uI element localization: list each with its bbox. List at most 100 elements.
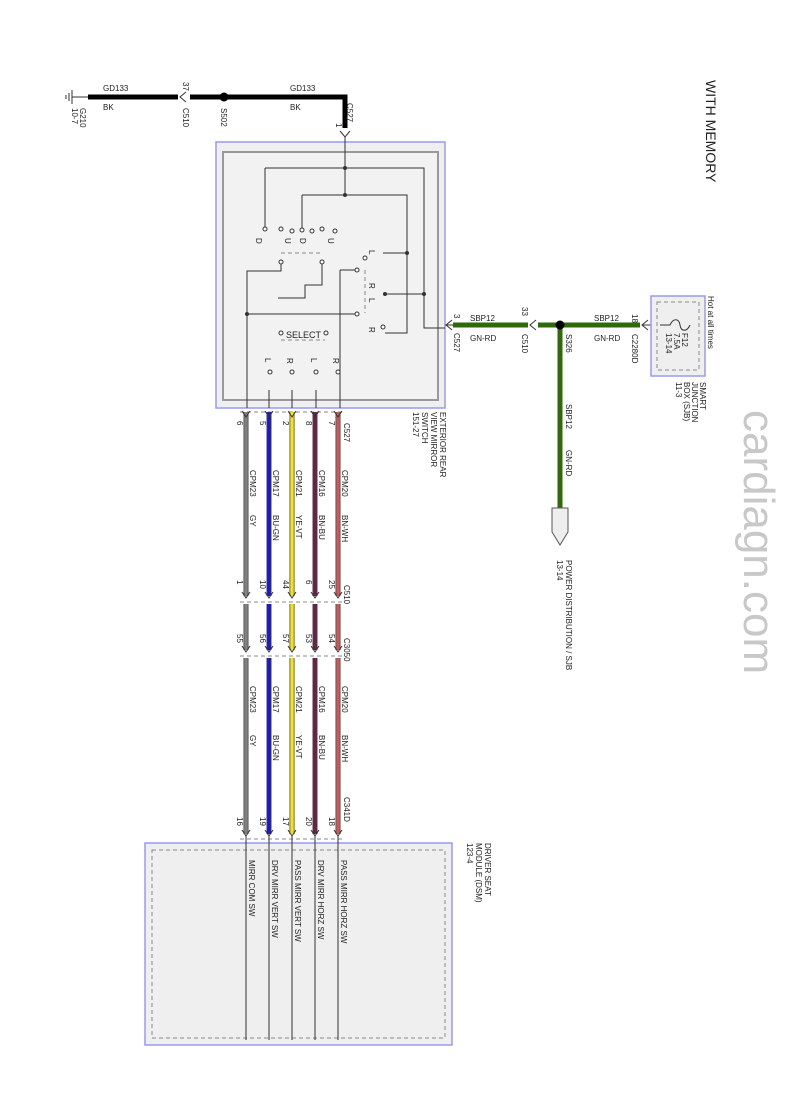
sbp12-color-1: GN-RD [470, 334, 496, 343]
contact-u-1: U [283, 238, 292, 244]
gd133-color-1: BK [103, 103, 114, 112]
contact-r-1: R [367, 283, 376, 289]
c510-pin: 6 [304, 580, 313, 585]
c510-pin: 37 [181, 82, 190, 91]
wire-circuit-label: CPM16 [317, 470, 326, 497]
connector-c527-icon [339, 130, 351, 138]
contact-l-1: L [367, 250, 376, 255]
contact-u-2: U [326, 238, 335, 244]
contact-d-2: D [298, 238, 307, 244]
c341d-label: C341D [342, 797, 351, 822]
splice-s502 [219, 92, 229, 102]
c341d-pin: 18 [327, 817, 336, 826]
hot-at-all-times: Hot at all times [706, 296, 715, 349]
c510-label-2: C510 [520, 334, 529, 354]
sbp12-circuit-1: SBP12 [470, 314, 495, 323]
contact-d-1: D [254, 238, 263, 244]
s326-label: S326 [564, 334, 573, 353]
c527-pin-3: 3 [452, 314, 461, 319]
connector-pin-icon [310, 645, 320, 653]
c527-label-2: C527 [452, 333, 461, 353]
sjb-name-line: SMART [698, 382, 707, 410]
wire-circuit-label: CPM17 [271, 470, 280, 497]
c341d-pin: 19 [258, 817, 267, 826]
switch-name-line: SWITCH [420, 412, 429, 444]
sbp12-circuit-3: SBP12 [564, 404, 573, 429]
contact-l-4: L [309, 358, 318, 363]
connector-pin-icon [287, 645, 297, 653]
switch-name-line: VIEW MIRROR [429, 412, 438, 467]
wire-color-label: YE-VT [294, 735, 303, 759]
dsm-pin-function: DRV MIRR HORZ SW [316, 860, 325, 940]
ground-ref: 10-7 [70, 108, 79, 125]
wire-color-label: BU-GN [271, 735, 280, 761]
connector-pin-icon [333, 410, 343, 418]
connector-pin-icon [287, 410, 297, 418]
connector-pin-icon [241, 591, 251, 599]
sbp12-color-2: GN-RD [594, 334, 620, 343]
connector-pin-icon [333, 645, 343, 653]
c2280d-pin: 18 [630, 314, 639, 323]
connector-pin-icon [333, 591, 343, 599]
connector-pin-icon [264, 410, 274, 418]
c3050-pin: 55 [235, 634, 244, 643]
wire-circuit-label: CPM21 [294, 686, 303, 713]
wire-color-label: BN-BU [317, 515, 326, 540]
c510-pin: 25 [327, 580, 336, 589]
c3050-pin: 56 [258, 634, 267, 643]
dsm-name-line: DRIVER SEAT [483, 843, 492, 896]
contact-r-3: R [285, 358, 294, 364]
c2280d-label: C2280D [630, 334, 639, 364]
connector-pin-icon [287, 591, 297, 599]
c527-pin: 6 [235, 421, 244, 426]
mirror-switch-internals [245, 137, 445, 408]
contact-l-2: L [367, 298, 376, 303]
c527-pin: 8 [304, 421, 313, 426]
wire-color-label: GY [248, 515, 257, 527]
c341d-pin: 16 [235, 817, 244, 826]
smart-junction-box [650, 295, 706, 377]
c341d-pin: 20 [304, 817, 313, 826]
wire-color-label: BN-WH [340, 735, 349, 762]
wire-circuit-label: CPM21 [294, 470, 303, 497]
power-dist-ref: 13-14 [555, 560, 564, 581]
contact-l-3: L [263, 358, 272, 363]
gd133-color-2: BK [290, 103, 301, 112]
connector-pin-icon [310, 591, 320, 599]
sbp12-circuit-2: SBP12 [594, 314, 619, 323]
sjb-name-line: JUNCTION [690, 382, 699, 423]
contact-r-4: R [331, 358, 340, 364]
mirror-switch-name: EXTERIOR REAR VIEW MIRROR SWITCH 151-27 [411, 412, 447, 478]
connector-c527-pin3-icon [445, 319, 453, 331]
power-distribution-arrow-icon [551, 507, 569, 546]
c510-label: C510 [181, 108, 190, 128]
contact-r-2: R [367, 327, 376, 333]
connector-pin-icon [264, 645, 274, 653]
fuse-rating: 7.5A [672, 333, 681, 350]
connector-pin-icon [241, 410, 251, 418]
c527-bottom-label: C527 [342, 423, 351, 443]
wire-circuit-label: CPM23 [248, 686, 257, 713]
connector-pin-icon [264, 591, 274, 599]
connector-c510-pin33-icon [529, 319, 537, 331]
c527-pin: 7 [327, 421, 336, 426]
dsm-pin-function: MIRR COM SW [247, 860, 256, 917]
ground-symbol-icon [65, 90, 88, 104]
dsm-name-line: MODULE (DSM) [474, 843, 483, 903]
wire-gd133 [88, 94, 348, 128]
switch-name-line: 151-27 [411, 412, 420, 437]
wire-color-label: YE-VT [294, 515, 303, 539]
c510-bottom-label: C510 [342, 585, 351, 605]
dsm-pin-function: DRV MIRR VERT SW [270, 860, 279, 938]
dsm-name-line: 123-4 [465, 843, 474, 864]
wire-color-label: BN-BU [317, 735, 326, 760]
ground-id: G210 [78, 108, 87, 128]
c527-pin: 5 [258, 421, 267, 426]
gd133-circuit-2: GD133 [290, 84, 316, 93]
wire-circuit-label: CPM20 [340, 470, 349, 497]
wire-circuit-label: CPM20 [340, 686, 349, 713]
c527-label: C527 [345, 103, 354, 123]
connector-pin-icon [241, 645, 251, 653]
diagram-title: WITH MEMORY [703, 80, 719, 183]
